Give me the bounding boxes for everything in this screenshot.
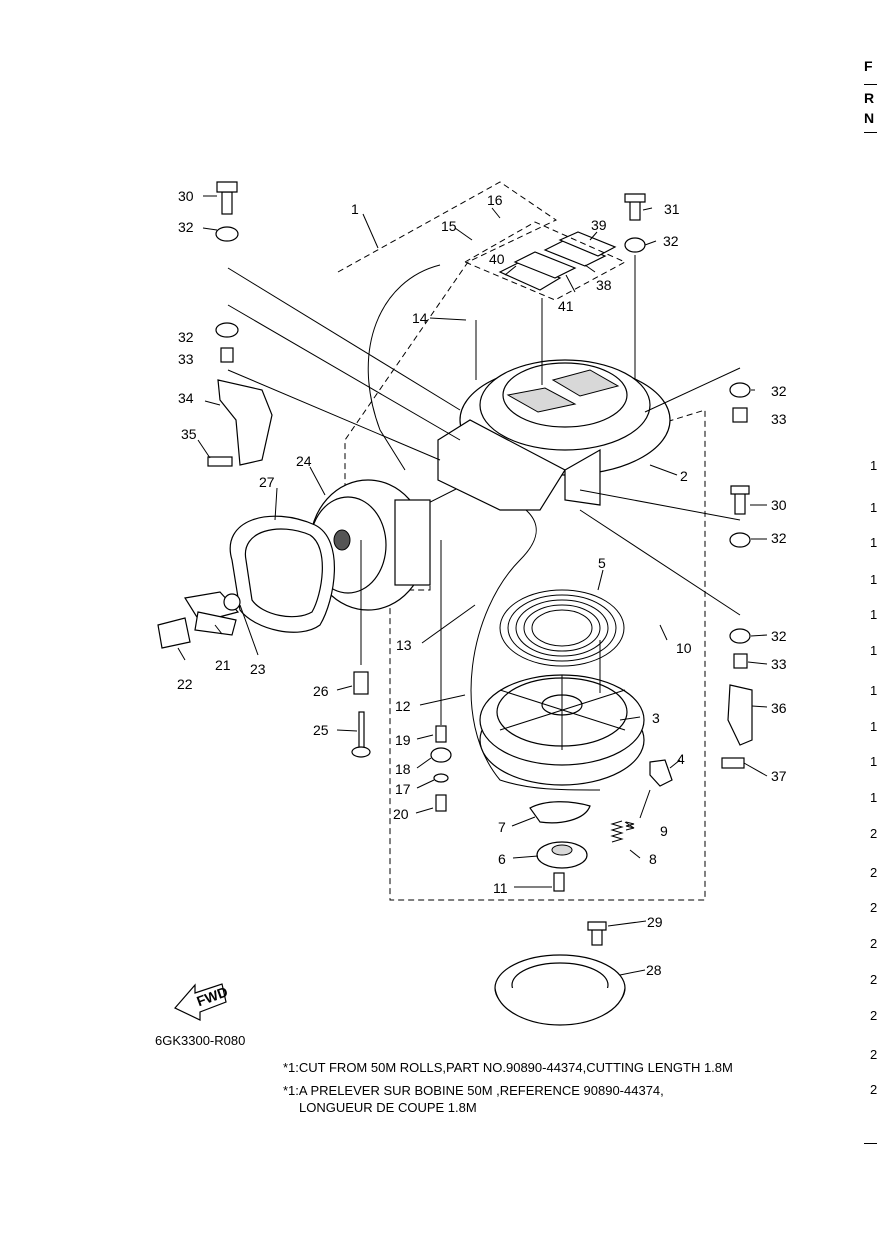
lower-components xyxy=(529,759,673,869)
callout-26: 26 xyxy=(313,683,329,699)
callout-38: 38 xyxy=(596,277,612,293)
callout-18: 18 xyxy=(395,761,411,777)
hardware-center xyxy=(351,671,565,892)
callout-24: 24 xyxy=(296,453,312,469)
edge-number: 1 xyxy=(870,500,877,515)
callout-22: 22 xyxy=(177,676,193,692)
callout-32d: 32 xyxy=(771,383,787,399)
callouts: 1 2 3 4 5 6 7 8 9 10 11 12 13 14 15 16 1… xyxy=(177,188,787,978)
callout-30b: 30 xyxy=(771,497,787,513)
callout-33a: 33 xyxy=(178,351,194,367)
edge-rule-header xyxy=(864,132,877,133)
callout-3: 3 xyxy=(652,710,660,726)
callout-6: 6 xyxy=(498,851,506,867)
edge-number: 2 xyxy=(870,936,877,951)
callout-30: 30 xyxy=(178,188,194,204)
callout-32b: 32 xyxy=(178,329,194,345)
edge-rule-bottom xyxy=(864,1143,877,1144)
edge-number: 2 xyxy=(870,900,877,915)
callout-28: 28 xyxy=(646,962,662,978)
edge-number: 2 xyxy=(870,972,877,987)
callout-7: 7 xyxy=(498,819,506,835)
drive-plate xyxy=(494,921,626,1026)
callout-8: 8 xyxy=(649,851,657,867)
edge-number: 1 xyxy=(870,754,877,769)
edge-number: 1 xyxy=(870,683,877,698)
callout-1: 1 xyxy=(351,201,359,217)
starter-drum xyxy=(479,674,645,786)
edge-number: 1 xyxy=(870,643,877,658)
edge-number: 1 xyxy=(870,790,877,805)
callout-27: 27 xyxy=(259,474,275,490)
edge-number: 2 xyxy=(870,1082,877,1097)
edge-header-n: N xyxy=(864,110,875,126)
callout-32f: 32 xyxy=(771,628,787,644)
edge-number: 1 xyxy=(870,535,877,550)
callout-10: 10 xyxy=(676,640,692,656)
callout-32a: 32 xyxy=(178,219,194,235)
figure-code: 6GK3300-R080 xyxy=(155,1033,246,1048)
edge-number: 1 xyxy=(870,458,877,473)
leader-lines xyxy=(177,195,768,976)
callout-11: 11 xyxy=(493,880,508,896)
callout-34: 34 xyxy=(178,390,194,406)
assembly-boundary xyxy=(337,181,706,901)
callout-19: 19 xyxy=(395,732,411,748)
callout-20: 20 xyxy=(393,806,409,822)
callout-9: 9 xyxy=(660,823,668,839)
note-line-2: *1:A PRELEVER SUR BOBINE 50M ,REFERENCE … xyxy=(283,1083,664,1098)
callout-32c: 32 xyxy=(663,233,679,249)
spiral-spring xyxy=(499,589,625,667)
fwd-arrow-icon: FWD xyxy=(174,983,230,1021)
callout-31: 31 xyxy=(664,201,680,217)
starter-handle xyxy=(157,591,241,649)
note-line-1: *1:CUT FROM 50M ROLLS,PART NO.90890-4437… xyxy=(283,1060,733,1075)
callout-29: 29 xyxy=(647,914,663,930)
callout-33b: 33 xyxy=(771,411,787,427)
edge-number: 1 xyxy=(870,719,877,734)
callout-37: 37 xyxy=(771,768,787,784)
callout-32e: 32 xyxy=(771,530,787,546)
callout-4: 4 xyxy=(677,751,685,767)
decals xyxy=(464,221,627,301)
hardware-left xyxy=(207,181,273,467)
note-line-3: LONGUEUR DE COUPE 1.8M xyxy=(299,1100,477,1115)
handle-grip xyxy=(229,515,335,633)
edge-rule-top xyxy=(864,84,877,85)
callout-35: 35 xyxy=(181,426,197,442)
edge-number: 1 xyxy=(870,607,877,622)
callout-2: 2 xyxy=(680,468,688,484)
starter-housing xyxy=(437,359,671,511)
edge-header-r: R xyxy=(864,90,875,106)
edge-header-f: F xyxy=(864,58,873,74)
edge-number: 2 xyxy=(870,1047,877,1062)
callout-40: 40 xyxy=(489,251,505,267)
edge-number: 2 xyxy=(870,826,877,841)
callout-39: 39 xyxy=(591,217,607,233)
callout-16: 16 xyxy=(487,192,503,208)
callout-21: 21 xyxy=(215,657,231,673)
edge-number: 2 xyxy=(870,865,877,880)
hardware-right xyxy=(624,193,753,769)
callout-17: 17 xyxy=(395,781,411,797)
callout-41: 41 xyxy=(558,298,574,314)
edge-number: 2 xyxy=(870,1008,877,1023)
callout-5: 5 xyxy=(598,555,606,571)
callout-23: 23 xyxy=(250,661,266,677)
callout-25: 25 xyxy=(313,722,329,738)
callout-15: 15 xyxy=(441,218,457,234)
bowden-cable xyxy=(367,264,441,471)
callout-12: 12 xyxy=(395,698,411,714)
edge-number: 1 xyxy=(870,572,877,587)
callout-13: 13 xyxy=(396,637,412,653)
callout-33c: 33 xyxy=(771,656,787,672)
callout-14: 14 xyxy=(412,310,428,326)
callout-36: 36 xyxy=(771,700,787,716)
